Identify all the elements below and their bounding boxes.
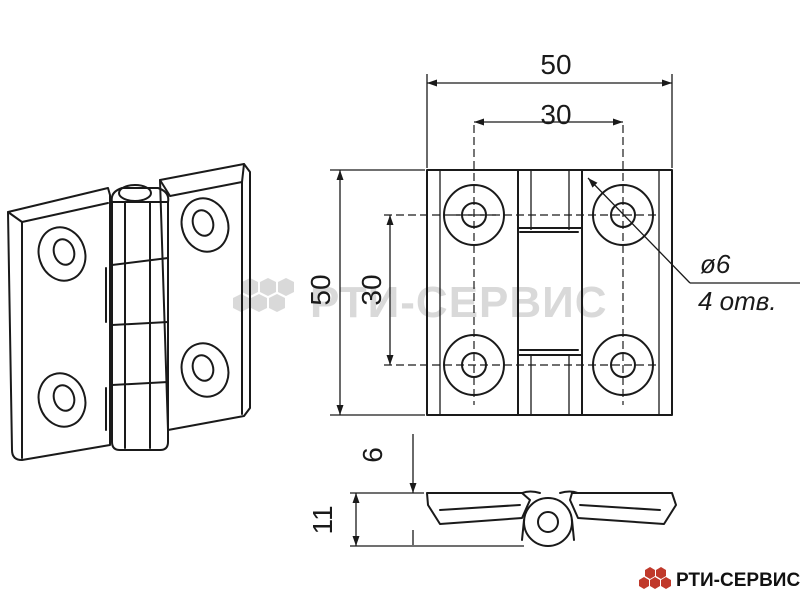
dim-height-50: 50 [305,169,425,416]
side-right-leaf [569,492,677,525]
watermark-text: РТИ-СЕРВИС [310,278,608,327]
hole-diameter-label: ø6 [700,249,731,279]
left-leaf-holes [37,226,87,428]
dim-height-label: 50 [305,274,336,305]
dim-hole-spacing-h: 30 [474,99,623,130]
hinge-side-view: 6 11 [307,434,677,547]
brand-hex-icon [639,567,671,589]
right-leaf-holes [180,197,230,398]
hinge-isometric-view [7,163,251,461]
side-knuckle [523,497,573,547]
dim-hole-spacing-v: 30 [356,215,394,365]
hole-callout: ø6 4 отв. [587,177,800,316]
watermark-hex-logo [233,278,294,312]
hinge-front-view: 50 30 50 30 ø6 4 отв. [305,49,800,416]
watermark: РТИ-СЕРВИС [233,278,608,327]
dim-width-50: 50 [426,49,673,168]
dim-knuckle-height: 11 [307,493,524,547]
hinge-knuckle [105,184,170,451]
dim-hole-spacing-h-label: 30 [540,99,571,130]
left-leaf [7,187,111,461]
hole-count-label: 4 отв. [698,286,777,316]
dim-leaf-thickness: 6 [350,434,424,545]
front-outline [426,169,673,416]
dim-hole-spacing-v-label: 30 [356,274,387,305]
dim-leaf-thickness-label: 6 [357,447,388,463]
brand-text: РТИ-СЕРВИС [676,570,800,591]
brand-logo: РТИ-СЕРВИС [639,567,800,591]
dim-knuckle-height-label: 11 [307,505,338,534]
dim-width-label: 50 [540,49,571,80]
